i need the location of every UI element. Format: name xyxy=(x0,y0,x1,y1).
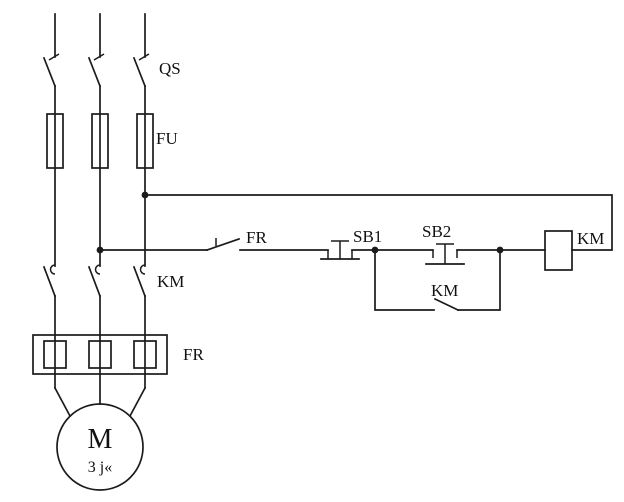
phase-line-2 xyxy=(87,13,112,405)
motor-letter-label: M xyxy=(88,424,113,455)
qs-fixed-contact-1 xyxy=(48,53,60,61)
fuse-2 xyxy=(91,113,109,169)
control-top-wire xyxy=(144,194,613,251)
fr-contact-blade xyxy=(205,237,241,252)
qs-fixed-contact-3 xyxy=(138,53,150,61)
qs-label: QS xyxy=(159,59,181,78)
fuse-1 xyxy=(46,113,64,169)
km-coil-label: KM xyxy=(577,229,604,248)
fuse-3 xyxy=(136,113,154,169)
fr-heater-2 xyxy=(88,340,112,369)
fr-overload-label: FR xyxy=(183,345,204,364)
km-main-blade-2 xyxy=(87,265,102,298)
km-aux-branch xyxy=(371,246,504,312)
qs-blade-3 xyxy=(132,56,147,88)
km-main-blade-3 xyxy=(132,265,147,298)
km-aux-label: KM xyxy=(431,281,458,300)
qs-fixed-contact-2 xyxy=(93,53,105,61)
sb1-stop-button xyxy=(320,240,360,260)
power-circuit: M 3 j« QS FU KM FR xyxy=(32,13,204,491)
km-contact-terminal-1 xyxy=(49,264,56,275)
sb2-start-button xyxy=(425,243,465,265)
km-main-label: KM xyxy=(157,272,184,291)
fr-nc-contact xyxy=(205,237,241,252)
motor-phase-label: 3 j« xyxy=(88,459,112,476)
km-main-blade-1 xyxy=(42,265,57,298)
sb2-label: SB2 xyxy=(422,222,451,241)
fr-heater-3 xyxy=(133,340,157,369)
phase-line-1 xyxy=(42,13,72,418)
km-aux-blade xyxy=(433,297,460,312)
qs-blade-1 xyxy=(42,56,57,88)
km-contact-terminal-2 xyxy=(94,264,101,275)
motor: M 3 j« xyxy=(56,403,144,491)
phase-line-3 xyxy=(128,13,157,418)
fr-contact-label: FR xyxy=(246,228,267,247)
fu-label: FU xyxy=(156,129,178,148)
sb1-label: SB1 xyxy=(353,227,382,246)
control-circuit: FR SB1 SB2 KM xyxy=(99,194,613,312)
fr-overload-box xyxy=(32,334,168,375)
km-coil xyxy=(544,230,573,271)
km-coil-box xyxy=(544,230,573,271)
km-contact-terminal-3 xyxy=(139,264,146,275)
fr-heater-1 xyxy=(43,340,67,369)
motor-circle xyxy=(56,403,144,491)
qs-blade-2 xyxy=(87,56,102,88)
